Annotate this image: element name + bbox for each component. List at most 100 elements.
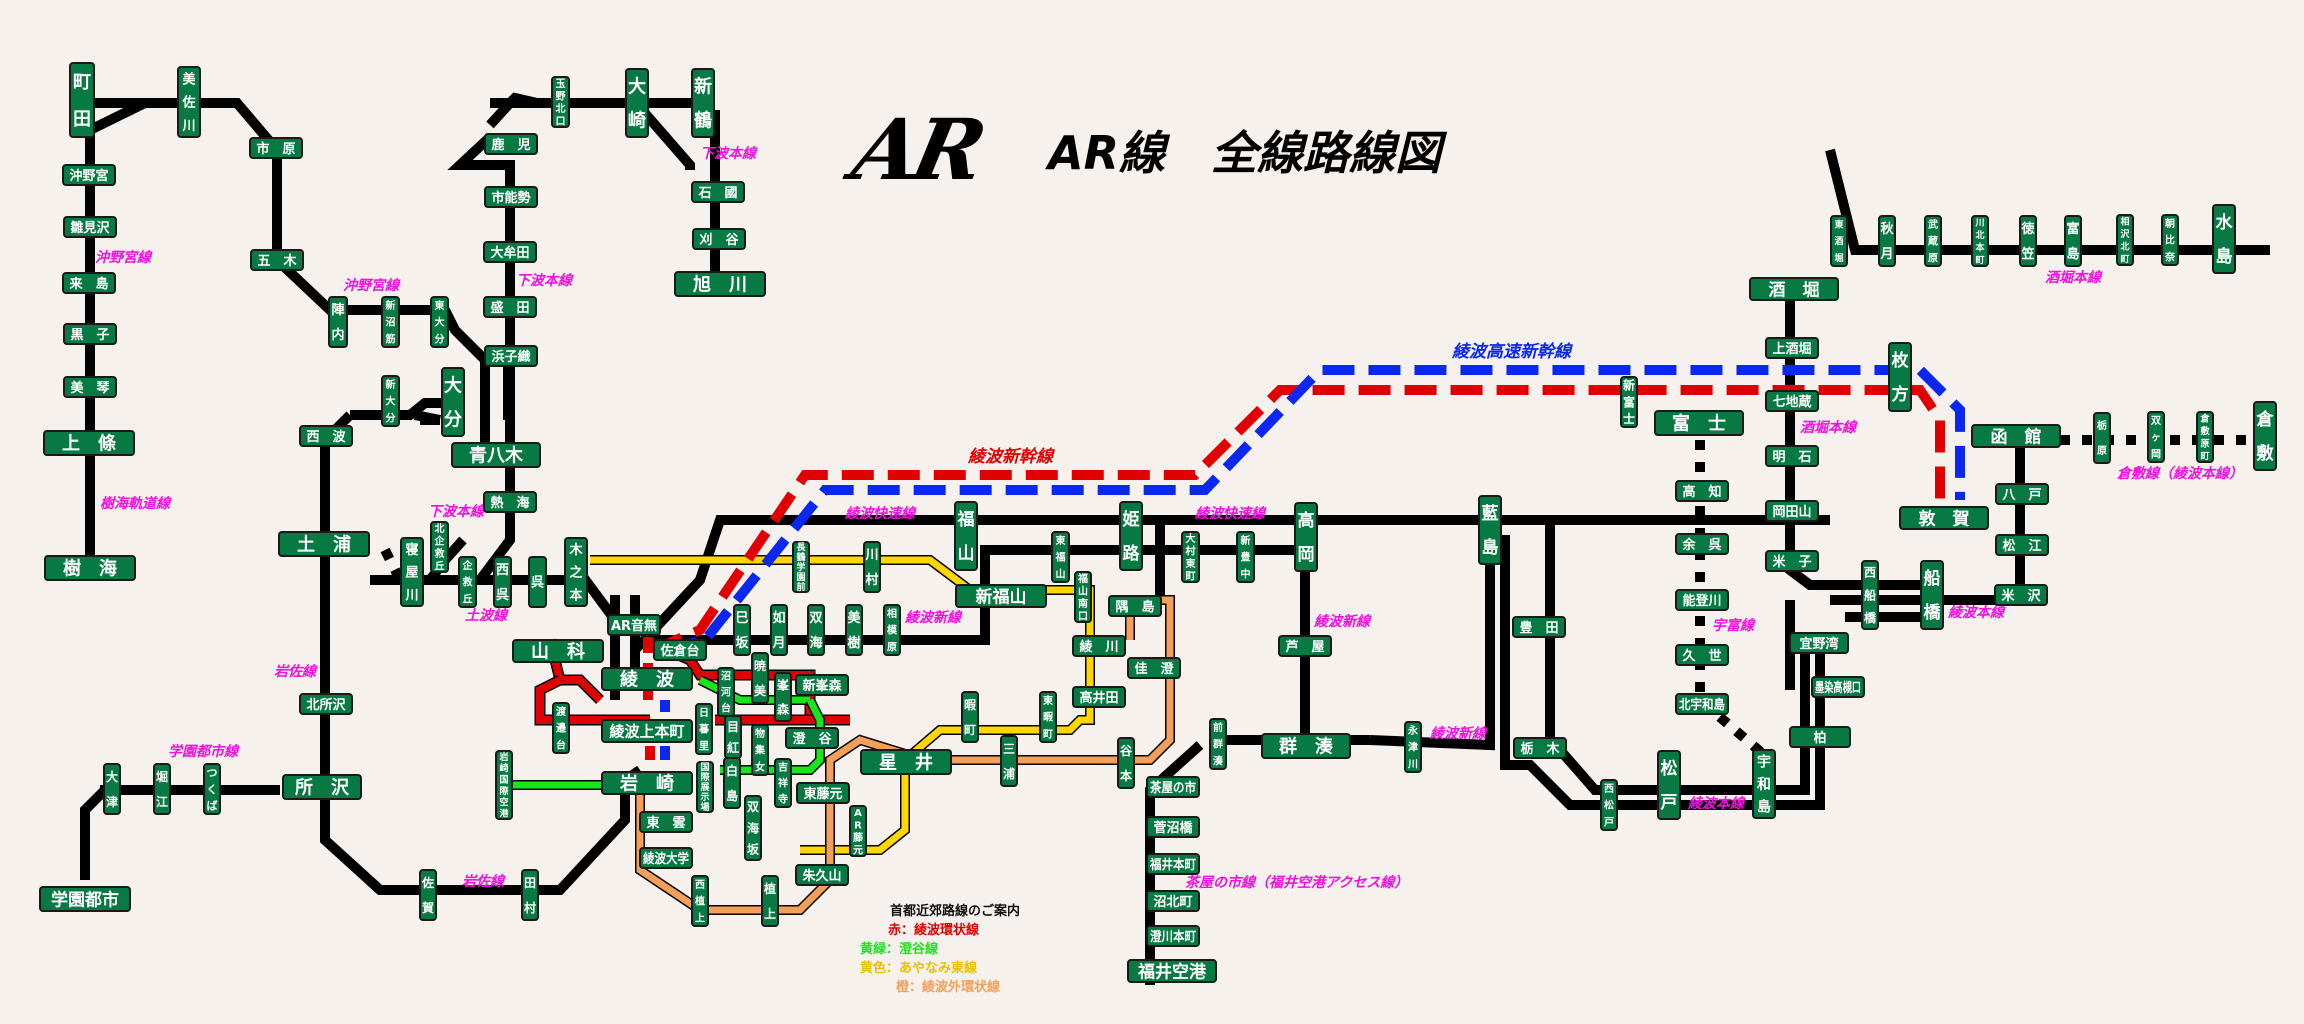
station-90[interactable]: 姫路 (1119, 501, 1143, 571)
station-140[interactable]: 敦 賀 (1899, 506, 1989, 530)
station-137[interactable]: 朝比奈 (2161, 214, 2179, 266)
station-69[interactable]: 澄 谷 (785, 727, 839, 749)
station-91[interactable]: 隅 島 (1108, 595, 1162, 617)
station-80[interactable]: 新福山 (955, 584, 1047, 608)
station-85[interactable]: 暇町 (961, 691, 979, 743)
station-21[interactable]: 鹿 児 (484, 133, 538, 155)
station-6[interactable]: 来 島 (62, 272, 116, 294)
station-50[interactable]: 岩 崎 (601, 771, 693, 795)
station-132[interactable]: 武蔵原 (1924, 215, 1942, 267)
station-103[interactable]: 沼北町 (1146, 890, 1200, 912)
station-76[interactable]: 相模原 (883, 604, 901, 656)
station-124[interactable]: 米 子 (1765, 550, 1819, 572)
station-128[interactable]: 墨染高槻口 (1811, 676, 1865, 698)
station-41[interactable]: つくば (203, 763, 221, 815)
station-59[interactable]: 日暮里 (695, 703, 713, 755)
station-87[interactable]: 星 井 (860, 749, 952, 775)
station-84[interactable]: 高井田 (1072, 686, 1126, 708)
station-40[interactable]: 堀江 (153, 763, 171, 815)
station-72[interactable]: 巳坂 (733, 604, 751, 656)
station-95[interactable]: 高岡 (1294, 502, 1318, 572)
station-36[interactable]: 木之本 (564, 537, 588, 607)
station-112[interactable]: 富 士 (1654, 410, 1744, 436)
station-1[interactable]: 美佐川 (177, 66, 201, 138)
station-3[interactable]: 五 木 (250, 249, 304, 271)
station-102[interactable]: 福井本町 (1146, 853, 1200, 875)
station-115[interactable]: 能登川 (1675, 589, 1729, 611)
station-42[interactable]: 学園都市 (39, 886, 131, 912)
station-26[interactable]: 石 國 (691, 181, 745, 203)
station-98[interactable]: 前群湊 (1209, 718, 1227, 770)
station-139[interactable]: 枚方 (1888, 342, 1912, 412)
station-28[interactable]: 旭 川 (674, 271, 766, 297)
station-110[interactable]: 松戸 (1657, 750, 1681, 820)
station-4[interactable]: 沖野宮 (62, 164, 116, 186)
station-7[interactable]: 黒 子 (63, 323, 117, 345)
station-142[interactable]: 八 戸 (1995, 483, 2049, 505)
station-51[interactable]: 渡邉台 (552, 702, 570, 754)
station-123[interactable]: 岡田山 (1765, 500, 1819, 522)
station-44[interactable]: 田村 (521, 869, 539, 921)
station-107[interactable]: 豊 田 (1512, 616, 1566, 638)
station-31[interactable]: 寝屋川 (400, 537, 424, 607)
station-43[interactable]: 佐賀 (419, 869, 437, 921)
station-134[interactable]: 徳笠 (2019, 215, 2037, 267)
station-138[interactable]: 水島 (2212, 204, 2236, 274)
station-0[interactable]: 町田 (69, 62, 95, 138)
station-104[interactable]: 澄川本町 (1146, 925, 1200, 947)
station-126[interactable]: 船橋 (1920, 560, 1944, 630)
station-39[interactable]: 大津 (103, 763, 121, 815)
station-70[interactable]: 東藤元 (796, 782, 850, 804)
station-56[interactable]: 植上 (761, 875, 779, 927)
station-81[interactable]: 東福山 (1051, 531, 1070, 583)
station-131[interactable]: 秋月 (1878, 215, 1896, 267)
station-48[interactable]: 綾 波 (601, 667, 693, 691)
station-64[interactable]: 峯森 (774, 672, 792, 722)
station-34[interactable]: 西呉 (493, 556, 512, 608)
station-122[interactable]: 明 石 (1765, 445, 1819, 467)
station-22[interactable]: 市能勢 (484, 186, 538, 208)
station-37[interactable]: 北所沢 (299, 693, 353, 715)
station-58[interactable]: 沼河台 (717, 667, 735, 717)
station-108[interactable]: 栃 木 (1513, 737, 1567, 759)
station-135[interactable]: 富島 (2064, 215, 2082, 267)
station-13[interactable]: 東大分 (430, 296, 449, 348)
station-38[interactable]: 所 沢 (282, 774, 362, 800)
station-121[interactable]: 七地蔵 (1765, 390, 1819, 412)
station-17[interactable]: 青八木 (451, 442, 541, 468)
station-113[interactable]: 高 知 (1675, 480, 1729, 502)
station-66[interactable]: 吉祥寺 (774, 758, 792, 808)
station-101[interactable]: 菅沼橋 (1146, 816, 1200, 838)
station-144[interactable]: 米 沢 (1994, 584, 2048, 606)
station-125[interactable]: 西船橋 (1861, 560, 1879, 630)
station-120[interactable]: 上酒堀 (1765, 337, 1819, 359)
station-89[interactable]: 谷本 (1117, 737, 1135, 789)
station-106[interactable]: 藍島 (1478, 495, 1502, 565)
station-10[interactable]: 樹 海 (44, 555, 136, 581)
station-97[interactable]: 群 湊 (1261, 733, 1351, 759)
station-65[interactable]: 物集女 (751, 724, 769, 776)
station-127[interactable]: 宜野湾 (1789, 632, 1849, 654)
station-94[interactable]: 新豊中 (1236, 531, 1255, 583)
station-96[interactable]: 芦 屋 (1278, 635, 1332, 657)
station-79[interactable]: 福山 (954, 501, 978, 571)
station-16[interactable]: 西 波 (299, 425, 353, 447)
station-57[interactable]: 朱久山 (795, 864, 849, 886)
station-141[interactable]: 函 館 (1971, 424, 2061, 448)
station-129[interactable]: 柏 (1789, 726, 1851, 748)
station-130[interactable]: 東酒堀 (1830, 215, 1848, 267)
station-55[interactable]: 西植上 (691, 875, 709, 927)
station-116[interactable]: 久 世 (1675, 644, 1729, 666)
station-53[interactable]: 東 雲 (639, 811, 693, 833)
station-19[interactable]: 大崎 (625, 68, 649, 138)
station-88[interactable]: 三浦 (1000, 735, 1018, 787)
station-68[interactable]: 新峯森 (795, 674, 849, 696)
station-45[interactable]: AR音無 (607, 614, 661, 636)
